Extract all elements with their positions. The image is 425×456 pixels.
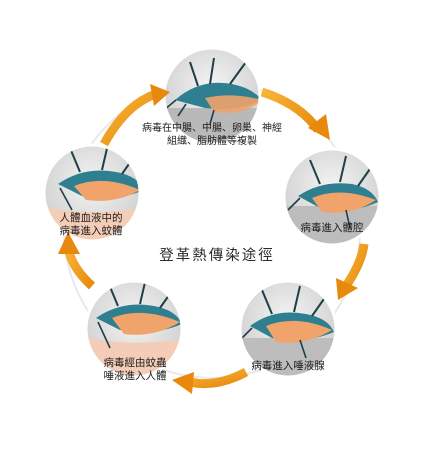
arrow-4-to-5	[58, 232, 96, 290]
stage-3-line-1: 病毒進入唾液腺	[251, 360, 325, 372]
stage-5-label: 人體血液中的 病毒進入蚊體	[52, 212, 130, 238]
stage-5-line-1: 人體血液中的	[59, 212, 123, 224]
stage-4-line-2: 唾液進入人體	[103, 370, 167, 382]
arrow-2-to-3	[336, 243, 369, 300]
stage-3-label: 病毒進入唾液腺	[246, 360, 330, 373]
stage-2-disc	[282, 147, 382, 247]
stage-1-disc	[162, 46, 262, 146]
mosquito-illustration	[164, 57, 260, 144]
stage-1-line-2: 組織、脂肪體等複製	[167, 136, 257, 147]
stage-4-disc	[84, 279, 184, 379]
stage-2-line-1: 病毒進入體腔	[300, 222, 364, 234]
arrow-5-to-1	[100, 84, 170, 147]
stage-1-label: 病毒在中腸、中腸、卵巢、神經 組織、脂肪體等複製	[138, 122, 286, 148]
arrow-3-to-4	[172, 367, 249, 394]
stage-4-line-1: 病毒經由蚊蟲	[103, 357, 167, 369]
stage-5-line-2: 病毒進入蚊體	[59, 225, 123, 237]
stage-2-label: 病毒進入體腔	[296, 222, 368, 235]
stage-4-label: 病毒經由蚊蟲 唾液進入人體	[96, 357, 174, 383]
arrow-1-to-2	[260, 87, 330, 140]
diagram-title: 登革熱傳染途徑	[159, 248, 275, 264]
cycle-arrows	[58, 84, 369, 394]
stage-1-line-1: 病毒在中腸、中腸、卵巢、神經	[142, 123, 282, 134]
